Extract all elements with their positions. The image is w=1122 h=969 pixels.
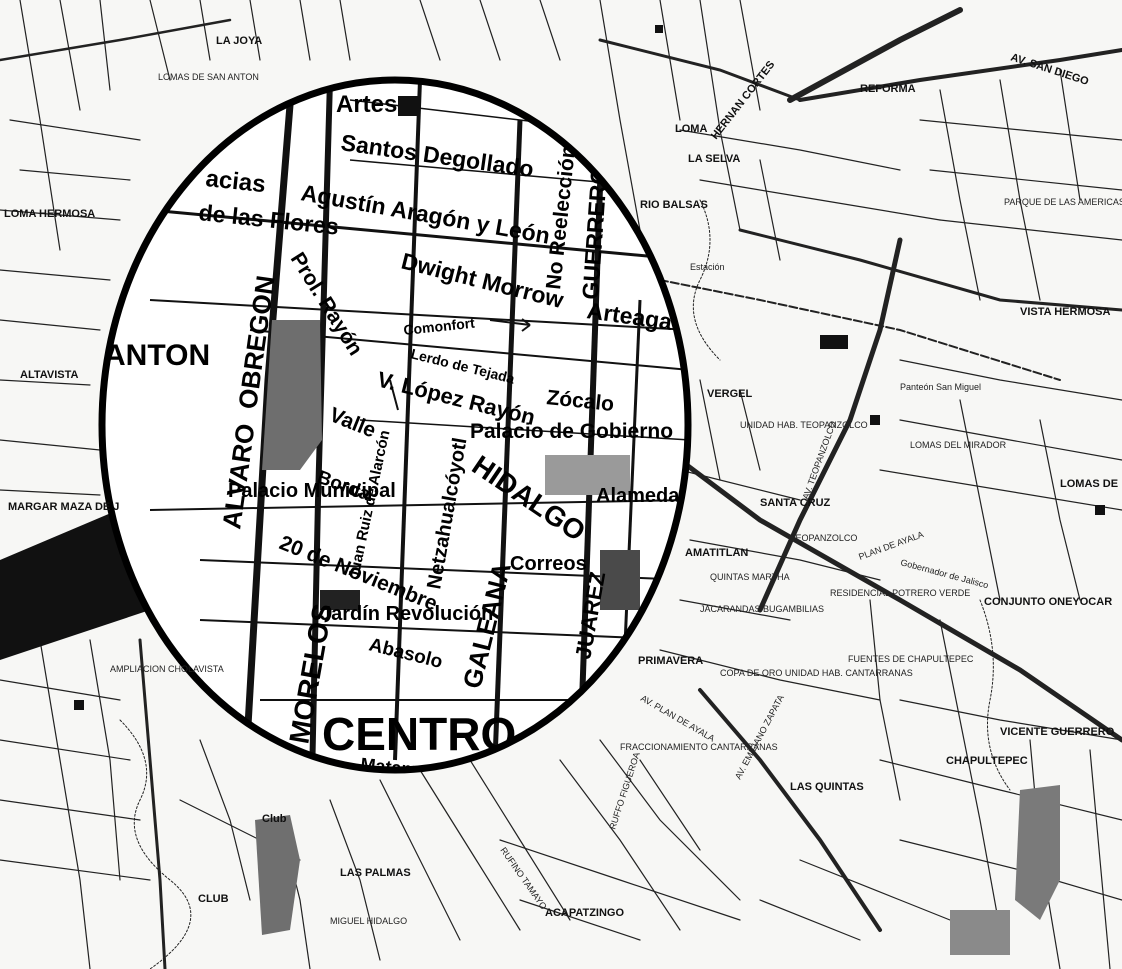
lens-label-jardin-revolucion: Jardín Revolución — [320, 603, 493, 625]
label-vista-hermosa: VISTA HERMOSA — [1020, 306, 1111, 318]
lens-label-palacio-gobierno: Palacio de Gobierno — [470, 420, 673, 443]
label-rio-balsas: RIO BALSAS — [640, 199, 708, 211]
avenue-top-left — [0, 18, 232, 62]
lens-streets — [149, 80, 688, 770]
label-la-selva: LA SELVA — [688, 153, 740, 165]
lens-label-correos: Correos — [510, 553, 587, 575]
label-fraccionamiento: FRACCIONAMIENTO CANTARRANAS — [620, 742, 778, 752]
label-panteon: Panteón San Miguel — [900, 382, 981, 392]
label-altavista: ALTAVISTA — [20, 369, 79, 381]
lens-label-anton: ANTON — [104, 339, 210, 372]
lens-av-matamoros — [393, 80, 422, 761]
label-acapatzingo: ACAPATZINGO — [545, 907, 624, 919]
lens-label-artes: Artes — [336, 91, 397, 118]
label-chapultepec: CHAPULTEPEC — [946, 755, 1028, 767]
park-club — [255, 815, 300, 935]
label-club: CLUB — [198, 893, 229, 905]
magnifier-lens-ring — [98, 76, 692, 774]
label-la-joya: LA JOYA — [216, 35, 262, 47]
avenue-left — [138, 638, 167, 969]
label-parque-americas: PARQUE DE LAS AMERICAS — [1004, 197, 1122, 207]
label-fuentes-chapultepec: FUENTES DE CHAPULTEPEC — [848, 654, 974, 664]
label-miguel-hidalgo: MIGUEL HIDALGO — [330, 916, 407, 926]
ravine-1 — [119, 719, 192, 969]
label-club-2: Club — [262, 813, 287, 825]
avenue-plan-de-ayala — [637, 427, 1122, 743]
lens-park-borda — [262, 320, 322, 470]
label-vergel: VERGEL — [707, 388, 753, 400]
avenue-top — [598, 38, 802, 102]
label-las-quintas: LAS QUINTAS — [790, 781, 864, 793]
label-teopanzolco: TEOPANZOLCO — [790, 533, 857, 543]
label-lomas-del-mirador: LOMAS DEL MIRADOR — [910, 440, 1007, 450]
label-ampliacion-cholavista: AMPLIACION CHOLAVISTA — [110, 664, 224, 674]
label-loma-hermosa: LOMA HERMOSA — [4, 208, 95, 220]
park-chapultepec — [1015, 785, 1060, 920]
avenue-rio-mayo — [738, 228, 1122, 312]
label-santa-cruz: SANTA CRUZ — [760, 497, 831, 509]
lens-parks — [262, 96, 640, 610]
parks — [255, 785, 1060, 955]
label-oneyocar: CONJUNTO ONEYOCAR — [984, 596, 1112, 608]
label-copa-de-oro: COPA DE ORO UNIDAD HAB. CANTARRANAS — [720, 668, 913, 678]
label-quintas-martha: QUINTAS MARTHA — [710, 572, 790, 582]
label-loma: LOMA — [675, 123, 707, 135]
avenue-reforma — [787, 7, 963, 103]
lens-label-palacio-municipal: Palacio Municipal — [228, 480, 396, 502]
label-unidad-teopanzolco: UNIDAD HAB. TEOPANZOLCO — [740, 420, 868, 430]
label-jacarandas: JACARANDAS BUGAMBILIAS — [700, 604, 824, 614]
label-lomas-de: LOMAS DE — [1060, 478, 1118, 490]
lens-building-artes — [398, 96, 420, 116]
label-vicente-guerrero: VICENTE GUERRERO — [1000, 726, 1115, 738]
label-lomas-de-san-anton: LOMAS DE SAN ANTON — [158, 72, 259, 82]
label-estacion: Estación — [690, 262, 725, 272]
magnifier-lens-fill — [102, 80, 688, 770]
lens-av-guerrero — [577, 129, 605, 761]
lens-label-acias: acias — [204, 165, 267, 198]
lens-label-comonfort: Comonfort — [403, 315, 476, 338]
label-margar-maza: MARGAR MAZA DE J — [8, 501, 119, 513]
ravine-3 — [979, 599, 1011, 791]
avenue-emiliano-zapata — [698, 688, 882, 932]
lens-av-morelos — [309, 80, 333, 770]
avenue-teopanzolco — [757, 237, 903, 613]
label-las-palmas: LAS PALMAS — [340, 867, 411, 879]
magnifier-handle — [0, 510, 150, 660]
label-potrero-verde: RESIDENCIAL POTRERO VERDE — [830, 588, 970, 598]
lens-building-correos — [600, 550, 640, 610]
rail-line — [659, 279, 1061, 381]
avenue-san-diego — [798, 48, 1122, 102]
label-primavera: PRIMAVERA — [638, 655, 703, 667]
park-south — [950, 910, 1010, 955]
lens-park-alameda — [545, 455, 630, 495]
lens-label-alameda: Alameda — [596, 485, 680, 507]
ravine-2 — [692, 199, 721, 361]
lens-av-galeana — [492, 119, 523, 761]
label-reforma: REFORMA — [860, 83, 916, 95]
label-amatitlan: AMATITLAN — [685, 547, 748, 559]
lens-building-jardin — [320, 590, 360, 610]
lens-label-centro: CENTRO — [322, 708, 516, 760]
